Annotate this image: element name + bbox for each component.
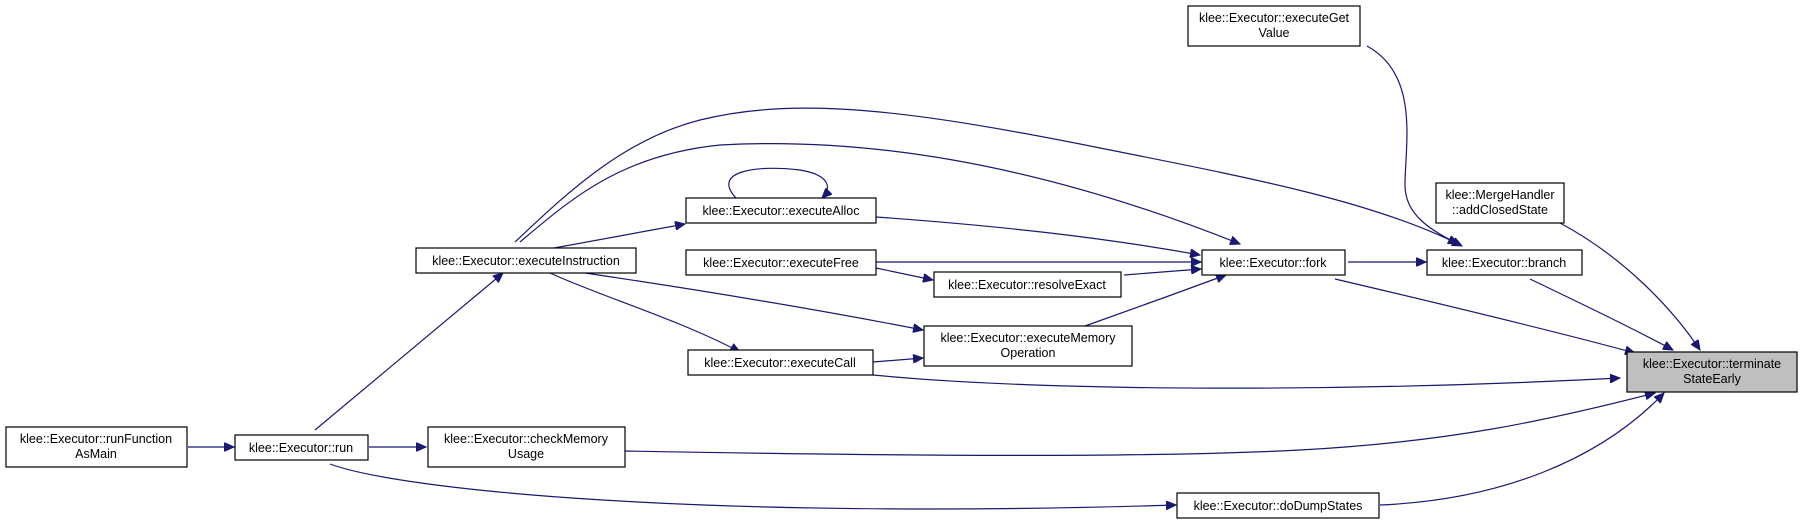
node-run[interactable]: klee::Executor::run (234, 434, 369, 461)
node-label-line: AsMain (75, 447, 117, 461)
edge-executeFree-to-resolveExact (875, 267, 933, 280)
node-label-line: klee::Executor::executeMemory (940, 331, 1116, 345)
node-add-closed-state[interactable]: klee::MergeHandler ::addClosedState (1435, 182, 1565, 224)
node-label-line: ::addClosedState (1452, 203, 1548, 217)
node-label-line: klee::Executor::fork (1220, 256, 1328, 270)
edge-addClosedState-to-terminate (1559, 222, 1700, 350)
node-label-line: klee::Executor::run (249, 441, 353, 455)
edge-resolveExact-to-fork (1123, 269, 1201, 276)
node-execute-memory-operation[interactable]: klee::Executor::executeMemory Operation (923, 325, 1133, 367)
node-check-memory-usage[interactable]: klee::Executor::checkMemory Usage (427, 426, 626, 468)
node-run-function-as-main[interactable]: klee::Executor::runFunction AsMain (5, 426, 188, 468)
edge-executeInstruction-to-fork (519, 143, 1240, 244)
node-label-line: Operation (1001, 346, 1056, 360)
node-execute-alloc[interactable]: klee::Executor::executeAlloc (685, 197, 877, 224)
node-execute-instruction[interactable]: klee::Executor::executeInstruction (415, 247, 637, 274)
node-label-line: klee::Executor::doDumpStates (1194, 499, 1363, 513)
edge-doDumpStates-to-terminate (1379, 393, 1664, 506)
edge-checkMemoryUsage-to-terminate (624, 393, 1655, 456)
node-label-line: klee::MergeHandler (1445, 188, 1554, 202)
node-label-line: Value (1258, 26, 1289, 40)
node-fork[interactable]: klee::Executor::fork (1201, 249, 1346, 276)
edge-run-to-doDumpStates (329, 463, 1176, 509)
edge-executeCall-to-terminate (872, 375, 1620, 389)
node-execute-get-value[interactable]: klee::Executor::executeGet Value (1187, 5, 1361, 47)
node-branch[interactable]: klee::Executor::branch (1426, 249, 1583, 276)
node-label-line: StateEarly (1683, 372, 1741, 386)
edge-run-to-executeInstruction (314, 273, 503, 431)
node-label-line: klee::Executor::runFunction (20, 432, 172, 446)
node-label-line: klee::Executor::branch (1442, 256, 1566, 270)
node-resolve-exact[interactable]: klee::Executor::resolveExact (933, 271, 1122, 298)
node-label-line: klee::Executor::resolveExact (948, 278, 1106, 292)
edge-executeInstruction-to-branch (514, 107, 1458, 244)
node-label-line: Usage (508, 447, 544, 461)
node-label-line: klee::Executor::executeGet (1199, 11, 1350, 25)
node-label-line: klee::Executor::executeCall (704, 356, 855, 370)
node-terminate-state-early[interactable]: klee::Executor::terminate StateEarly (1626, 351, 1798, 393)
edge-executeCall-to-executeMemoryOperation (872, 358, 923, 362)
edge-executeInstruction-to-executeMemoryOperation (584, 272, 923, 330)
node-label-line: klee::Executor::executeInstruction (432, 254, 620, 268)
node-execute-call[interactable]: klee::Executor::executeCall (687, 349, 874, 376)
edge-executeGetValue-to-branch (1366, 45, 1462, 246)
edge-executeAlloc-to-fork (875, 216, 1200, 255)
edge-executeMemoryOperation-to-fork (1084, 275, 1226, 327)
node-label-line: klee::Executor::executeAlloc (702, 204, 859, 218)
edge-executeAlloc-self-loop (728, 167, 828, 198)
edge-executeInstruction-to-executeCall (549, 272, 740, 352)
node-do-dump-states[interactable]: klee::Executor::doDumpStates (1176, 492, 1380, 519)
node-label-line: klee::Executor::executeFree (703, 256, 859, 270)
node-execute-free[interactable]: klee::Executor::executeFree (685, 249, 877, 276)
edge-branch-to-terminate (1529, 278, 1673, 350)
node-label-line: klee::Executor::terminate (1643, 357, 1781, 371)
edge-fork-to-terminate (1334, 278, 1635, 353)
node-label-line: klee::Executor::checkMemory (444, 432, 609, 446)
